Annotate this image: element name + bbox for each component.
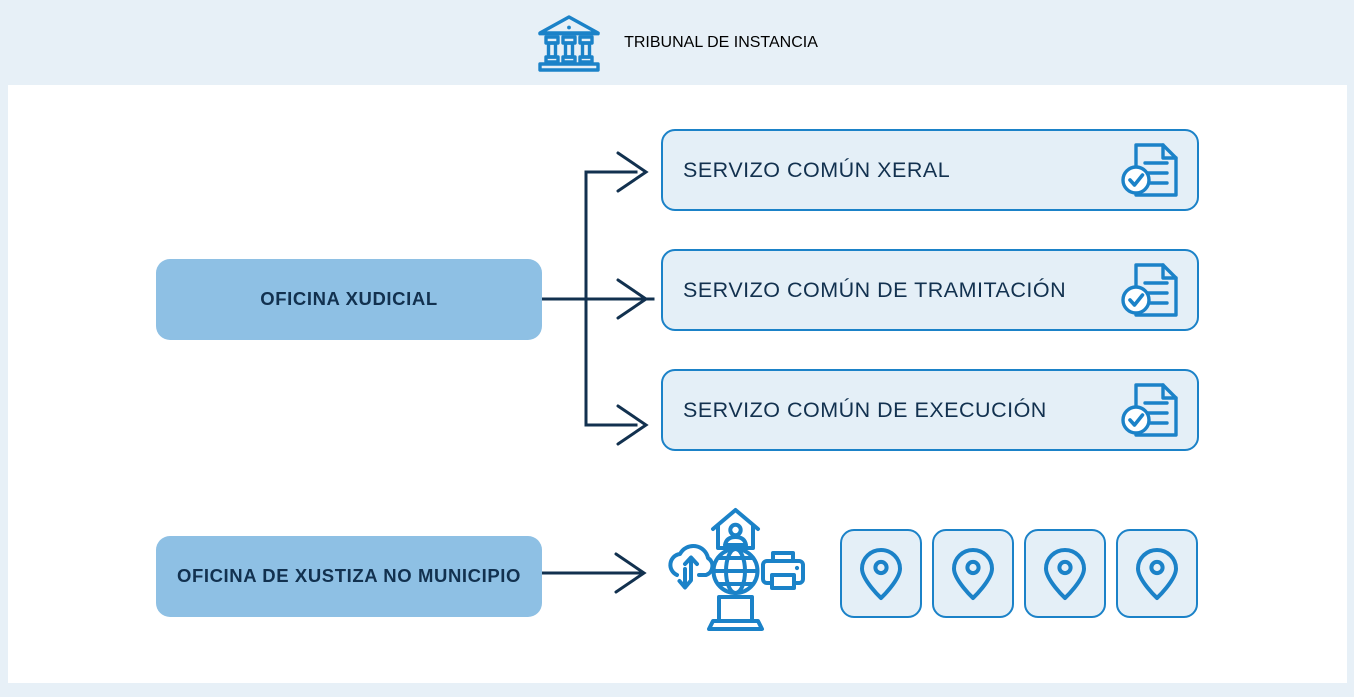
content-panel: OFICINA XUDICIAL OFICINA DE XUSTIZA NO M… bbox=[8, 85, 1347, 683]
service-box-servizo-comun-tramitacion[interactable]: SERVIZO COMÚN DE TRAMITACIÓN bbox=[661, 249, 1199, 331]
connector-tree-oficina-xudicial bbox=[540, 151, 655, 446]
location-card-4[interactable] bbox=[1116, 529, 1198, 618]
service-box-label: SERVIZO COMÚN DE EXECUCIÓN bbox=[683, 397, 1047, 422]
source-box-oficina-xustiza-municipio[interactable]: OFICINA DE XUSTIZA NO MUNICIPIO bbox=[156, 536, 542, 617]
map-pin-icon bbox=[951, 547, 995, 601]
location-card-3[interactable] bbox=[1024, 529, 1106, 618]
source-box-label: OFICINA DE XUSTIZA NO MUNICIPIO bbox=[176, 565, 522, 587]
map-pin-icon bbox=[1043, 547, 1087, 601]
connector-arrow-oficina-municipio bbox=[540, 552, 647, 594]
location-card-1[interactable] bbox=[840, 529, 922, 618]
header-bar: TRIBUNAL DE INSTANCIA bbox=[0, 0, 1354, 85]
map-pin-icon bbox=[859, 547, 903, 601]
map-pin-icon bbox=[1135, 547, 1179, 601]
source-box-label: OFICINA XUDICIAL bbox=[260, 288, 438, 310]
house-person-icon bbox=[711, 508, 760, 550]
location-card-2[interactable] bbox=[932, 529, 1014, 618]
document-check-icon bbox=[1119, 260, 1183, 320]
source-box-oficina-xudicial[interactable]: OFICINA XUDICIAL bbox=[156, 259, 542, 340]
document-check-icon bbox=[1119, 140, 1183, 200]
courthouse-icon bbox=[536, 13, 602, 73]
printer-icon bbox=[761, 551, 805, 590]
digital-services-cluster bbox=[663, 495, 808, 640]
service-box-servizo-comun-xeral[interactable]: SERVIZO COMÚN XERAL bbox=[661, 129, 1199, 211]
document-check-icon bbox=[1119, 380, 1183, 440]
page-title: TRIBUNAL DE INSTANCIA bbox=[624, 33, 818, 51]
service-box-servizo-comun-execucion[interactable]: SERVIZO COMÚN DE EXECUCIÓN bbox=[661, 369, 1199, 451]
cloud-sync-icon bbox=[668, 543, 715, 590]
laptop-icon bbox=[707, 595, 764, 631]
globe-icon bbox=[711, 547, 760, 595]
service-box-label: SERVIZO COMÚN XERAL bbox=[683, 157, 951, 182]
service-box-label: SERVIZO COMÚN DE TRAMITACIÓN bbox=[683, 277, 1067, 302]
